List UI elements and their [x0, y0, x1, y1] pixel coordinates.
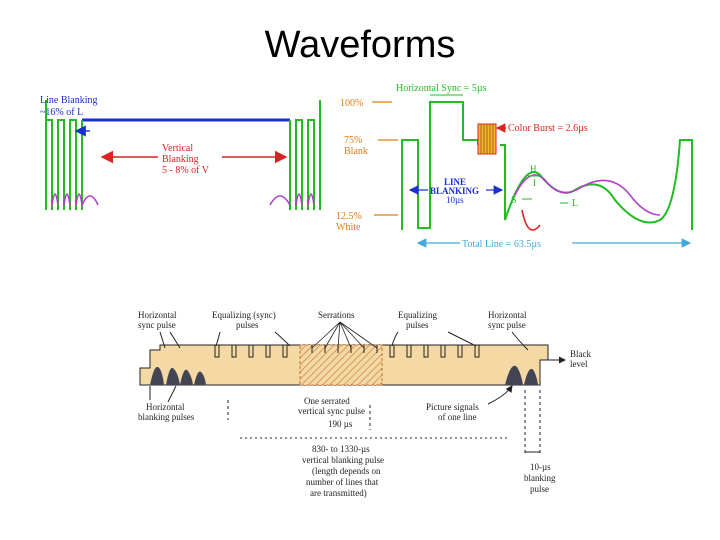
s-label: S: [511, 195, 517, 206]
equalizing-pulses-2: pulses: [406, 320, 429, 330]
vblank-pulse-4: number of lines that: [306, 477, 379, 487]
hsync-left-2: sync pulse: [138, 320, 176, 330]
blanking-10us-2: blanking: [524, 473, 556, 483]
hsync-right-1: Horizontal: [488, 310, 527, 320]
equalizing-sync-1: Equalizing (sync): [212, 310, 276, 320]
hblank-pulses-1: Horizontal: [146, 402, 185, 412]
line-blanking-label: Line Blanking: [40, 95, 98, 106]
picture-signals-left: [150, 366, 206, 385]
hsync-right-2: sync pulse: [488, 320, 526, 330]
level-100: 100%: [340, 98, 363, 109]
vertical-interval-diagram: Horizontal sync pulse Equalizing (sync) …: [138, 310, 591, 498]
hsync-left-1: Horizontal: [138, 310, 177, 320]
black-level-1: Black: [570, 349, 591, 359]
color-burst-label: Color Burst = 2.6µs: [508, 123, 588, 134]
serrated-vsync-2: vertical sync pulse: [298, 406, 365, 416]
level-75: 75%: [344, 135, 362, 146]
serrated-vsync-1: One serrated: [304, 396, 350, 406]
level-labels: 100% 75% Blank 12.5% White: [336, 98, 398, 233]
equalizing-pulses-1: Equalizing: [398, 310, 437, 320]
line-signal: [401, 101, 693, 230]
blanking-pulses-left: [45, 100, 83, 210]
equalizing-sync-2: pulses: [236, 320, 259, 330]
chroma-curve: [514, 174, 661, 216]
vertical-blanking-label-2: Blanking: [162, 154, 199, 165]
vertical-blanking-label-1: Vertical: [162, 143, 193, 154]
level-12-5-white: White: [336, 222, 361, 233]
vblank-pulse-2: vertical blanking pulse: [302, 455, 384, 465]
blanking-10us-3: pulse: [530, 484, 549, 494]
total-line-label: Total Line = 63.5µs: [462, 239, 541, 250]
blanking-pulses-right: [289, 100, 321, 210]
i-label: I: [533, 178, 536, 188]
line-blanking-box-3: 10µs: [446, 195, 464, 205]
blanking-10us-1: 10-µs: [530, 462, 551, 472]
horizontal-sync-label: Horizontal Sync = 5µs: [396, 83, 487, 94]
field-waveform: Line Blanking ~16% of L Vertical Blankin…: [40, 95, 321, 210]
serrated-vsync-3: 190 µs: [328, 419, 353, 429]
line-blanking-percent: ~16% of L: [40, 107, 83, 118]
level-12-5: 12.5%: [336, 211, 362, 222]
black-level-2: level: [570, 359, 588, 369]
vblank-pulse-1: 830- to 1330-µs: [312, 444, 370, 454]
vertical-blanking-label-3: 5 - 8% of V: [162, 165, 210, 176]
serration-region: [299, 344, 383, 386]
line-blanking-box-2: BLANKING: [430, 186, 479, 196]
line-waveform: Horizontal Sync = 5µs Color Burst = 2.6µ…: [396, 83, 693, 250]
level-75-blank: Blank: [344, 146, 368, 157]
picture-signals-2: of one line: [438, 412, 477, 422]
hblank-pulses-2: blanking pulses: [138, 412, 195, 422]
serrations-label: Serrations: [318, 310, 355, 320]
vblank-pulse-3: (length depends on: [312, 466, 381, 476]
equalizing-pulses: [214, 345, 480, 358]
line-blanking-box-1: LINE: [444, 177, 466, 187]
slide-title: Waveforms: [264, 24, 456, 66]
signal-bumps: [51, 193, 315, 206]
picture-signals-1: Picture signals: [426, 402, 479, 412]
vblank-pulse-5: are transmitted): [310, 488, 367, 498]
picture-signals-right: [505, 365, 538, 385]
l-label: L: [572, 198, 578, 209]
h-label: H: [530, 164, 537, 174]
